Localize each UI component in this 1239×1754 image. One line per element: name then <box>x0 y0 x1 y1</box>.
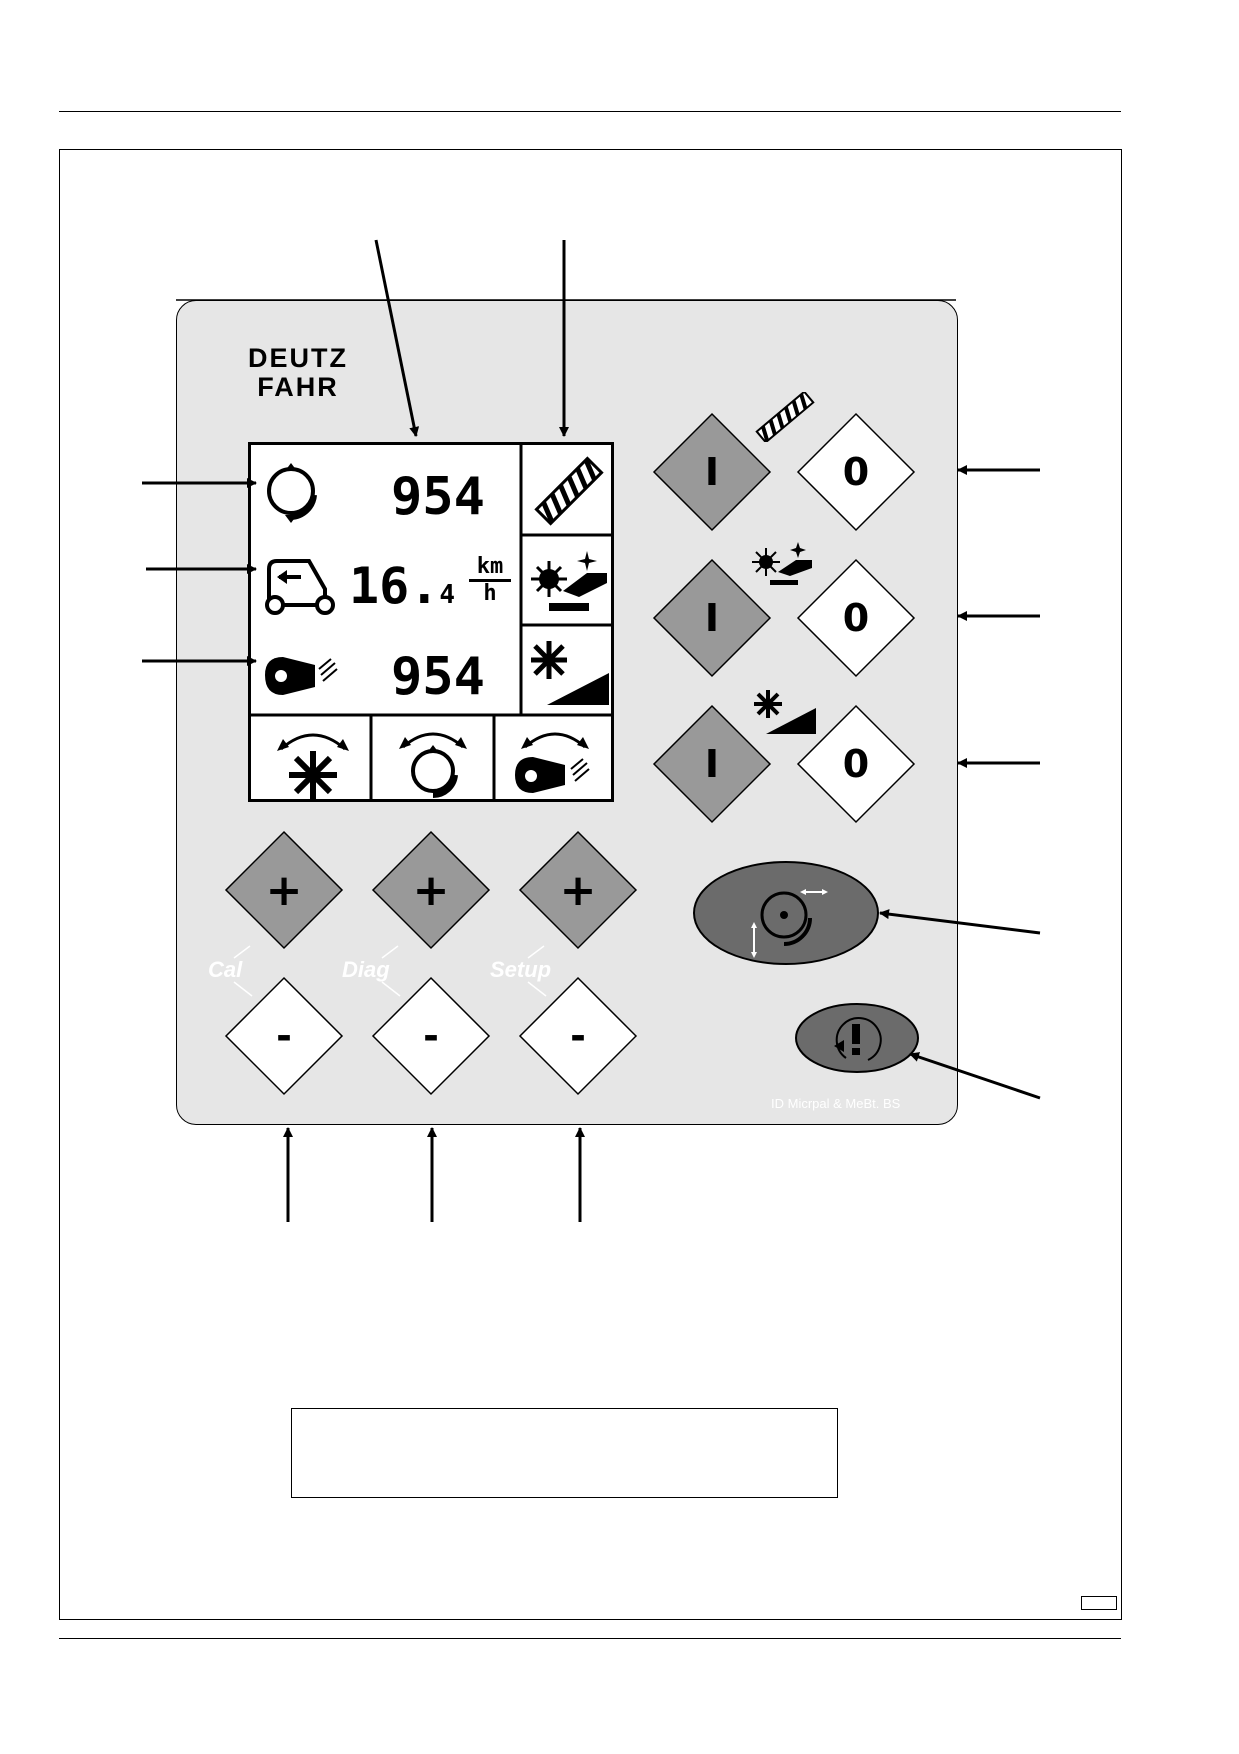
spreader-off-label: 0 <box>842 742 870 786</box>
beater-off-button[interactable]: 0 <box>796 558 916 678</box>
cal-plus-key-shape <box>224 830 344 950</box>
setup-plus-label: + <box>559 864 597 916</box>
diag-plus-key-shape <box>371 830 491 950</box>
drum-position-button[interactable] <box>692 860 880 966</box>
diag-label: Diag <box>342 957 390 982</box>
cal-plus-label: + <box>265 864 303 916</box>
diag-minus-label: - <box>423 1014 439 1058</box>
drum-speed-value: 954 <box>391 467 485 527</box>
manufacturer-imprint: ID Micrpal & MeBt. BS <box>771 1096 901 1111</box>
spreader-small-icon <box>754 690 816 734</box>
spreader-on-label: I <box>704 742 720 786</box>
diag-plus-label: + <box>412 864 450 916</box>
spreader-off-key-shape <box>796 704 916 824</box>
caption-box <box>291 1408 838 1498</box>
bottom-rule <box>59 1638 1121 1639</box>
figure-frame <box>59 149 1122 1620</box>
cal-label: Cal <box>208 957 243 982</box>
speed-unit-bottom: h <box>483 581 497 606</box>
speed-unit-top: km <box>469 555 511 582</box>
drum-rotation-icon <box>267 463 317 523</box>
ground-speed-decimal: 4 <box>439 580 455 610</box>
brand-logo: DEUTZ FAHR <box>222 344 374 402</box>
cal-minus-label: - <box>276 1014 292 1058</box>
setup-minus-label: - <box>570 1014 586 1058</box>
auger-on-key-shape <box>652 412 772 532</box>
spreader-off-button[interactable]: 0 <box>796 704 916 824</box>
cal-minus-key-shape <box>224 976 344 1096</box>
setup-plus-button[interactable]: + <box>518 830 638 950</box>
rotor-speed-value: 954 <box>391 647 485 707</box>
cal-minus-button[interactable]: - <box>224 976 344 1096</box>
alarm-reset-button[interactable] <box>794 1002 920 1074</box>
ground-speed-integer: 16. <box>349 557 440 615</box>
auger-off-button[interactable]: 0 <box>796 412 916 532</box>
diag-minus-key-shape <box>371 976 491 1096</box>
lcd-display: 954 16.4 km h 954 <box>248 442 614 802</box>
beater-on-label: I <box>704 596 720 640</box>
vehicle-speed-icon <box>265 559 335 615</box>
brand-line-2: FAHR <box>257 372 339 402</box>
auger-off-key-shape <box>796 412 916 532</box>
setup-label: Setup <box>490 957 552 982</box>
rotor-adjust-icon[interactable] <box>505 721 605 801</box>
drum-adjust-icon[interactable] <box>385 721 481 801</box>
auger-status-icon <box>534 456 604 526</box>
diag-plus-button[interactable]: + <box>371 830 491 950</box>
setup-plus-key-shape <box>518 830 638 950</box>
beater-on-key-shape <box>652 558 772 678</box>
auger-small-icon <box>755 392 815 442</box>
auger-off-label: 0 <box>842 450 870 494</box>
beater-off-key-shape <box>796 558 916 678</box>
spreader-on-button[interactable]: I <box>652 704 772 824</box>
spreader-adjust-icon[interactable] <box>265 721 361 801</box>
beater-sensor-icon <box>531 551 607 611</box>
top-rule <box>59 111 1121 112</box>
cal-plus-button[interactable]: + <box>224 830 344 950</box>
setup-minus-button[interactable]: - <box>518 976 638 1096</box>
ground-speed-value: 16.4 <box>349 561 455 611</box>
beater-small-icon <box>752 542 812 585</box>
feeder-rotor-icon <box>265 657 338 695</box>
spreader-on-key-shape <box>652 704 772 824</box>
brand-line-1: DEUTZ <box>248 343 348 373</box>
beater-off-label: 0 <box>842 596 870 640</box>
setup-minus-key-shape <box>518 976 638 1096</box>
spreader-level-icon <box>531 641 609 705</box>
auger-on-label: I <box>704 450 720 494</box>
speed-unit: km h <box>469 555 511 606</box>
auger-on-button[interactable]: I <box>652 412 772 532</box>
page-corner-box <box>1081 1596 1117 1610</box>
beater-on-button[interactable]: I <box>652 558 772 678</box>
diag-minus-button[interactable]: - <box>371 976 491 1096</box>
lcd-grid <box>251 445 611 799</box>
